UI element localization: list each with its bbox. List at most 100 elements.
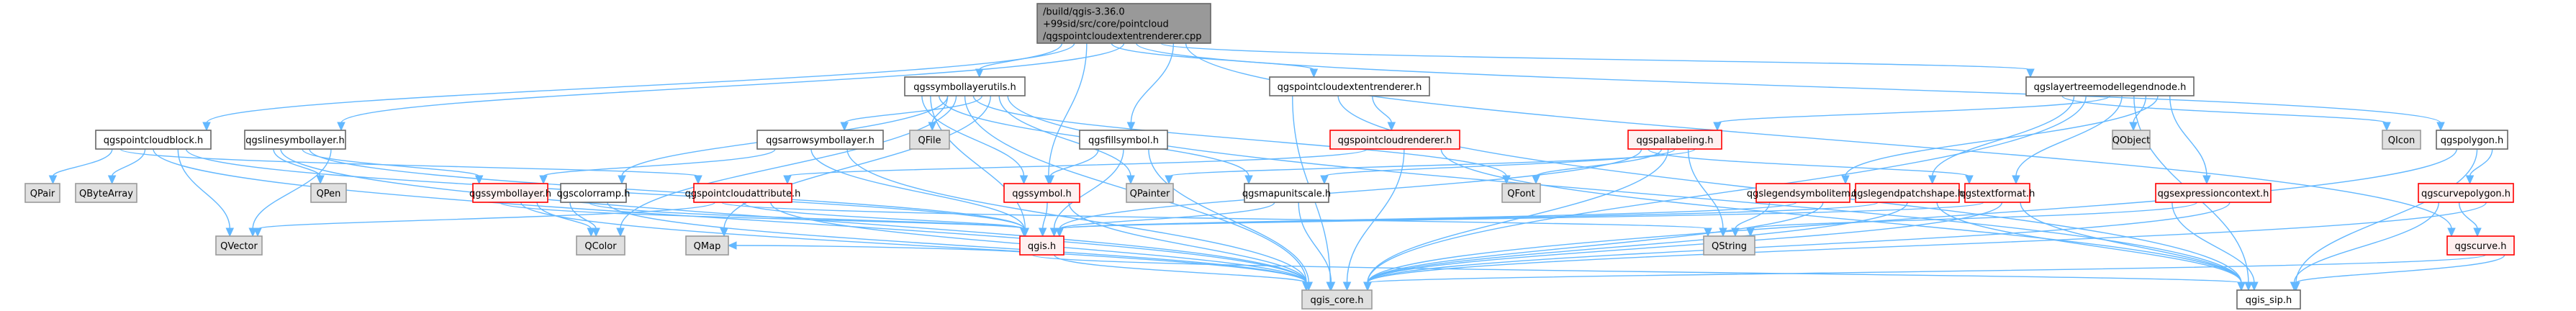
- node-qgspallabeling[interactable]: qgspallabeling.h: [1627, 130, 1722, 150]
- node-box: [1329, 130, 1460, 150]
- arrowhead-icon: [2129, 122, 2138, 132]
- edge-qgspolygon-to-qgscurvepolygon: [2469, 148, 2493, 177]
- node-qicon[interactable]: QIcon: [2382, 130, 2421, 150]
- node-qgscurve[interactable]: qgscurve.h: [2446, 235, 2515, 256]
- arrowhead-icon: [1746, 227, 1755, 238]
- node-label: qgscurvepolygon.h: [2421, 189, 2511, 199]
- arrowhead-icon: [1387, 122, 1396, 132]
- node-qfont[interactable]: QFont: [1501, 183, 1541, 203]
- arrowhead-icon: [202, 122, 211, 132]
- node-label: qgslegendpatchshape.h: [1851, 189, 1963, 199]
- node-label: /build/qgis-3.36.0: [1043, 7, 1125, 18]
- arrowhead-icon: [1713, 122, 1722, 132]
- node-root[interactable]: /build/qgis-3.36.0+99sid/src/core/pointc…: [1036, 3, 1211, 44]
- node-qgis[interactable]: qgis.h: [1019, 235, 1065, 256]
- node-qgslinesymbollayer[interactable]: qgslinesymbollayer.h: [244, 130, 346, 150]
- edge-qgspointcloudblock-to-qbytearray: [111, 148, 146, 177]
- node-qpair[interactable]: QPair: [24, 183, 60, 203]
- node-qgspointcloudattribute[interactable]: qgspointcloudattribute.h: [685, 183, 801, 203]
- node-label: QPair: [30, 189, 55, 199]
- node-qstring[interactable]: QString: [1703, 235, 1755, 256]
- node-qgspolygon[interactable]: qgspolygon.h: [2436, 130, 2508, 150]
- node-qgscurvepolygon[interactable]: qgscurvepolygon.h: [2418, 183, 2514, 203]
- node-box: [2382, 130, 2421, 150]
- edge-qgspallabeling-to-qgstextformat: [1648, 148, 1970, 177]
- edge-qgslayertreemodellegendnode-to-qgis-core: [1367, 95, 2087, 284]
- node-label: QObject: [2112, 135, 2151, 146]
- node-qgsexpressioncontext[interactable]: qgsexpressioncontext.h: [2155, 183, 2272, 203]
- node-box: [693, 183, 792, 203]
- nodes-layer: /build/qgis-3.36.0+99sid/src/core/pointc…: [24, 3, 2515, 310]
- node-qgsfillsymbol[interactable]: qgsfillsymbol.h: [1079, 130, 1168, 150]
- arrowhead-icon: [337, 122, 345, 132]
- arrowhead-icon: [2465, 175, 2475, 185]
- edge-qgscolorramp-to-qcolor: [569, 202, 597, 230]
- node-qcolor[interactable]: QColor: [576, 235, 625, 256]
- node-label: /qgspointcloudextentrenderer.cpp: [1043, 32, 1201, 42]
- node-box: [215, 235, 263, 256]
- node-box: [1036, 3, 1211, 44]
- arrowhead-icon: [1049, 227, 1059, 238]
- arrowhead-icon: [1704, 227, 1712, 238]
- node-label: QMap: [694, 241, 721, 252]
- node-label: qgis_core.h: [1311, 295, 1364, 306]
- node-qfile[interactable]: QFile: [909, 130, 950, 150]
- node-qgis-core[interactable]: qgis_core.h: [1301, 289, 1373, 310]
- arrowhead-icon: [2244, 281, 2253, 292]
- node-qobject[interactable]: QObject: [2112, 130, 2151, 150]
- node-box: [1003, 183, 1080, 203]
- node-qgspointcloudrenderer[interactable]: qgspointcloudrenderer.h: [1329, 130, 1460, 150]
- arrowhead-icon: [1363, 281, 1372, 292]
- arrowhead-icon: [1055, 227, 1064, 238]
- node-qgsarrowsymbollayer[interactable]: qgsarrowsymbollayer.h: [756, 130, 884, 150]
- node-qgslayertreemodellegendnode[interactable]: qgslayertreemodellegendnode.h: [2025, 76, 2195, 96]
- node-qpen[interactable]: QPen: [310, 183, 347, 203]
- node-label: qgssymbol.h: [1012, 189, 1072, 199]
- node-label: QFile: [918, 135, 941, 146]
- node-box: [2436, 130, 2508, 150]
- node-label: qgis.h: [1028, 241, 1056, 252]
- node-qmap[interactable]: QMap: [685, 235, 729, 256]
- node-box: [2112, 130, 2151, 150]
- node-qgssymbol[interactable]: qgssymbol.h: [1003, 183, 1080, 203]
- node-box: [2155, 183, 2272, 203]
- node-label: QPainter: [1130, 189, 1170, 199]
- edge-qgscurvepolygon-to-qgis-core: [1367, 202, 2487, 284]
- edge-qgspointcloudblock-to-qgis-core: [153, 148, 1307, 284]
- node-box: [2025, 76, 2195, 96]
- node-qgspointcloudblock[interactable]: qgspointcloudblock.h: [95, 130, 212, 150]
- node-qgslegendsymbolitem[interactable]: qgslegendsymbolitem.h: [1747, 183, 1859, 203]
- edge-qgspointcloudattribute-to-qvector: [257, 202, 715, 230]
- node-qbytearray[interactable]: QByteArray: [75, 183, 137, 203]
- edge-qgssymbol-to-qgis: [1041, 202, 1048, 230]
- node-qgis-sip[interactable]: qgis_sip.h: [2236, 289, 2301, 310]
- node-qpainter[interactable]: QPainter: [1126, 183, 1174, 203]
- node-qgslegendpatchshape[interactable]: qgslegendpatchshape.h: [1851, 183, 1963, 203]
- edge-qgslinesymbollayer-to-qgis-core: [280, 148, 1307, 284]
- arrowhead-icon: [1046, 175, 1055, 185]
- arrowhead-icon: [1327, 281, 1336, 292]
- edge-qgslegendpatchshape-to-qgis-sip: [1936, 202, 2242, 284]
- edges-layer: [48, 42, 2505, 292]
- node-label: QPen: [317, 189, 341, 199]
- node-qgstextformat[interactable]: qgstextformat.h: [1960, 183, 2035, 203]
- arrowhead-icon: [2382, 122, 2391, 132]
- node-qgssymbollayerutils[interactable]: qgssymbollayerutils.h: [904, 76, 1026, 96]
- node-qgspointcloudextentrenderer[interactable]: qgspointcloudextentrenderer.h: [1269, 76, 1430, 96]
- node-qgsmapunitscale[interactable]: qgsmapunitscale.h: [1242, 183, 1331, 203]
- node-box: [1755, 183, 1850, 203]
- node-qgscolorramp[interactable]: qgscolorramp.h: [557, 183, 631, 203]
- node-qgssymbollayer[interactable]: qgssymbollayer.h: [469, 183, 551, 203]
- arrowhead-icon: [2436, 122, 2445, 132]
- edge-qgspointcloudrenderer-to-qgis-core: [1346, 148, 1405, 284]
- edge-qgspolygon-to-qgis-sip: [2295, 148, 2478, 284]
- arrowhead-icon: [1342, 281, 1352, 292]
- node-box: [244, 130, 346, 150]
- edge-qgsexpressioncontext-to-qgis-core: [1367, 202, 2231, 284]
- edge-qgssymbollayer-to-qgis-core: [520, 202, 1307, 284]
- node-qvector[interactable]: QVector: [215, 235, 263, 256]
- node-box: [560, 183, 627, 203]
- edge-qgscolorramp-to-qgis-core: [607, 202, 1307, 284]
- node-label: qgscurve.h: [2454, 241, 2506, 252]
- edge-qgsexpressioncontext-to-qgis-sip: [2171, 202, 2255, 284]
